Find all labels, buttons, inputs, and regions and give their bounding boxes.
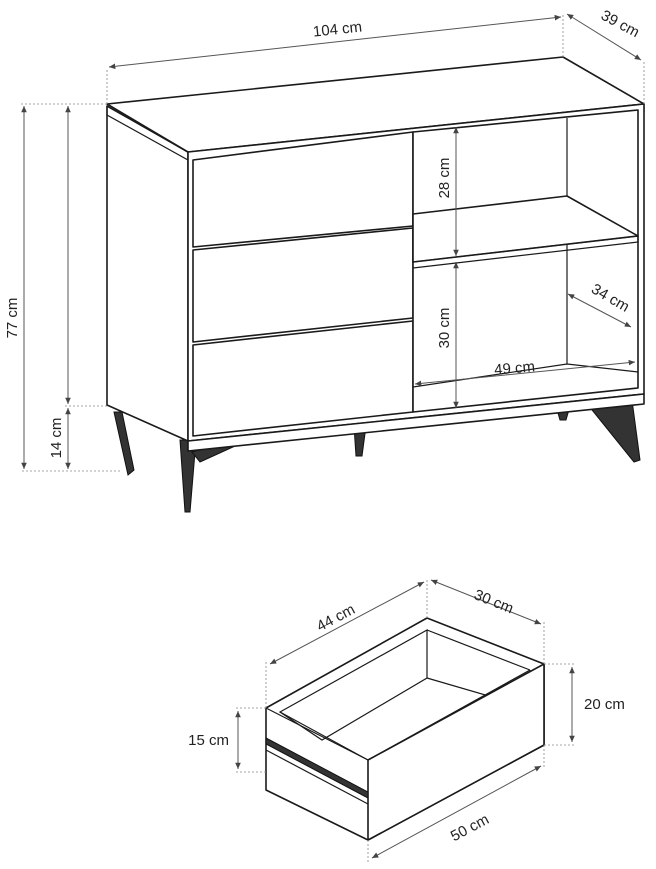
drawer-runner-edge bbox=[265, 749, 369, 805]
dim-drawer-front-width-line bbox=[371, 765, 542, 859]
dim-depth-line bbox=[566, 13, 642, 61]
label-depth: 39 cm bbox=[598, 7, 642, 41]
dim-drawer-width-line bbox=[269, 581, 425, 665]
dim-inner-width-line bbox=[414, 359, 636, 387]
sideboard-bottom-rail bbox=[187, 393, 645, 452]
sideboard-dimension-lines bbox=[21, 13, 642, 469]
dim-width-line bbox=[108, 14, 562, 70]
drawer-dimension-lines bbox=[235, 579, 575, 859]
drawer bbox=[265, 617, 545, 841]
dim-drawer-depth-line bbox=[430, 579, 542, 625]
label-leg-height: 14 cm bbox=[48, 418, 65, 459]
label-inner-width: 49 cm bbox=[494, 358, 536, 378]
sideboard bbox=[106, 56, 645, 513]
sideboard-side-panel bbox=[106, 105, 189, 442]
label-drawer-front-width: 50 cm bbox=[448, 811, 492, 845]
sideboard-legs bbox=[113, 399, 641, 513]
drawer-inner-wall bbox=[426, 629, 531, 671]
label-bottom-shelf: 30 cm bbox=[436, 308, 453, 349]
label-drawer-back-height: 20 cm bbox=[584, 696, 625, 713]
sideboard-extension-lines bbox=[20, 14, 645, 472]
label-width: 104 cm bbox=[312, 18, 363, 40]
label-height: 77 cm bbox=[4, 298, 21, 339]
open-compartment bbox=[412, 109, 639, 413]
dim-shelf-depth-line bbox=[567, 293, 632, 328]
label-top-shelf: 28 cm bbox=[436, 158, 453, 199]
drawer-runner bbox=[265, 737, 369, 799]
label-drawer-depth: 30 cm bbox=[472, 586, 516, 617]
leg-front-left bbox=[113, 411, 135, 476]
drawer-extension-lines bbox=[234, 578, 576, 862]
label-drawer-width: 44 cm bbox=[314, 601, 358, 635]
label-drawer-front-height: 15 cm bbox=[188, 732, 229, 749]
shelf-front-edge bbox=[412, 235, 639, 269]
